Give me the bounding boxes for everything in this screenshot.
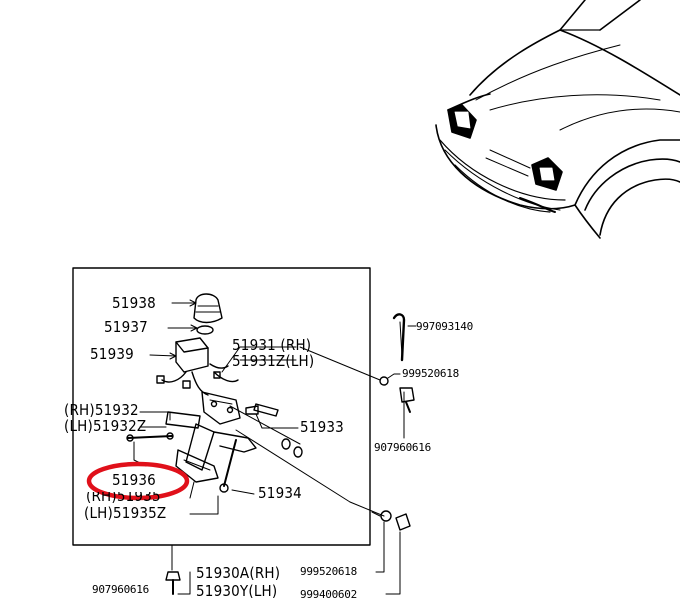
- label-51933: 51933: [300, 418, 344, 436]
- label-907960616-right: 907960616: [374, 441, 431, 454]
- label-999520618-bottom: 999520618: [300, 565, 357, 578]
- assembly-box: [72, 267, 371, 546]
- headlight-motor-assembly: [126, 293, 351, 503]
- label-51931-rh: 51931 (RH): [232, 336, 312, 354]
- label-51938: 51938: [112, 294, 156, 312]
- label-999400602: 999400602: [300, 588, 357, 601]
- label-51936: 51936: [112, 471, 156, 489]
- label-51932-rh: (RH)51932: [64, 401, 139, 419]
- label-51930a-rh: 51930A(RH): [196, 564, 281, 582]
- label-51939: 51939: [90, 345, 134, 363]
- label-907960616-bottom: 907960616: [92, 583, 149, 596]
- label-51937: 51937: [104, 318, 148, 336]
- highlight-ring: [86, 461, 190, 501]
- external-parts: [165, 313, 415, 595]
- label-999520618-top: 999520618: [402, 367, 459, 380]
- label-51935-rh: (RH)51935: [86, 487, 161, 505]
- label-997093140: 997093140: [416, 320, 473, 333]
- label-51930y-lh: 51930Y(LH): [196, 582, 278, 600]
- label-51934: 51934: [258, 484, 302, 502]
- label-51931z-lh: 51931Z(LH): [232, 352, 315, 370]
- label-51935z-lh: (LH)51935Z: [84, 504, 167, 522]
- car-illustration: [435, 0, 680, 239]
- leader-lines: [133, 299, 417, 595]
- label-51932z-lh: (LH)51932Z: [64, 417, 147, 435]
